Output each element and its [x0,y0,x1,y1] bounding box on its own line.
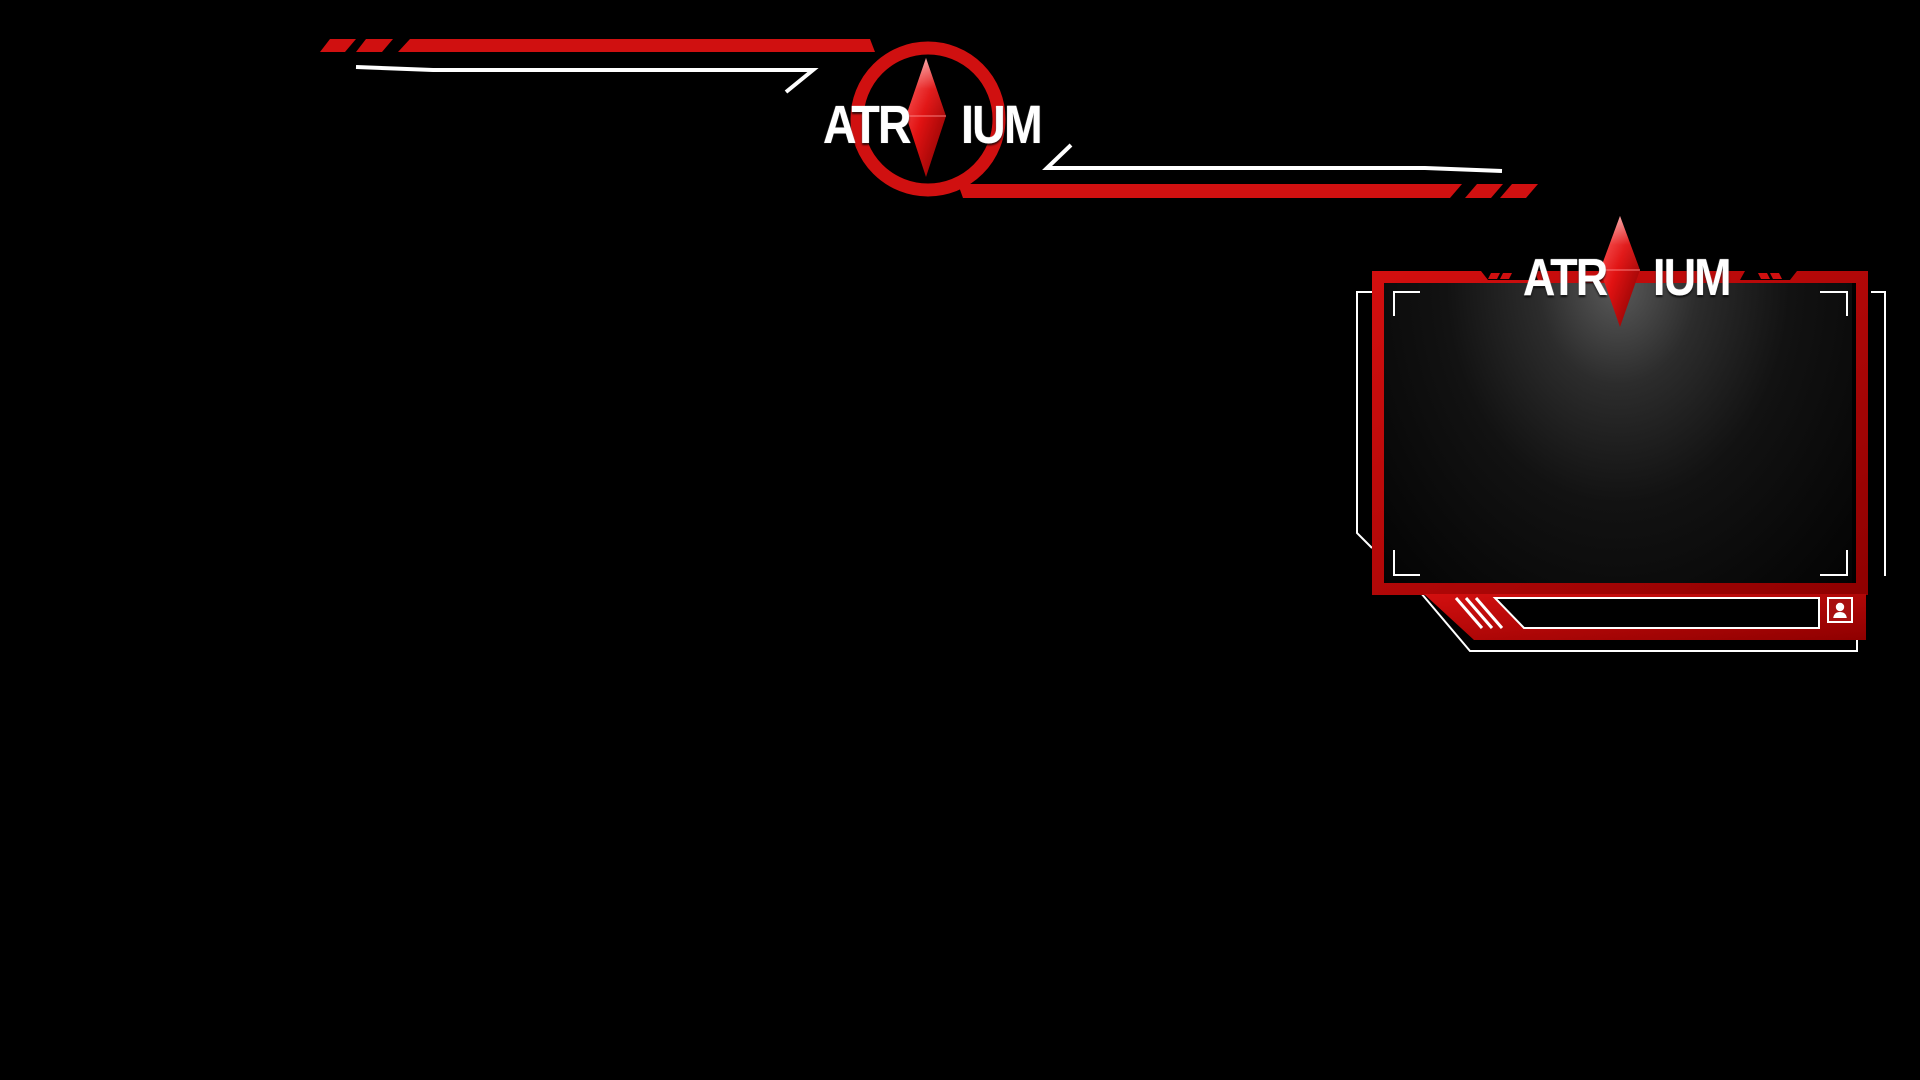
corner-top-right [1820,291,1848,316]
top-right-white-line [1042,143,1503,173]
corner-bottom-right [1820,550,1848,576]
corner-top-left [1393,291,1420,316]
top-left-stripe-1 [320,39,356,52]
camera-logo-left-text: ATR [1523,249,1608,307]
camera-plate-stripe-3 [1474,597,1504,629]
camera-plate-stripe-1 [1454,597,1484,629]
top-right-stripe-1 [1465,184,1503,198]
top-logo-left-text: ATR [823,95,912,155]
camera-plate-stripe-2 [1464,597,1494,629]
camera-right-white-line [1871,291,1886,576]
top-left-red-bar [398,39,875,52]
top-right-red-bar [958,184,1462,198]
top-left-stripe-2 [356,39,393,52]
user-icon [1833,602,1847,618]
camera-name-plate-black [1492,597,1820,629]
top-logo-ring [850,41,1006,197]
top-logo-right-text: IUM [961,95,1043,155]
top-right-stripe-2 [1500,184,1538,198]
camera-logo-wings [1481,271,1797,280]
corner-bottom-left [1393,550,1420,576]
camera-bottom-white-line [1414,585,1858,652]
camera-feed-area [1384,283,1852,583]
avatar [1827,597,1853,623]
top-left-white-line [355,65,819,94]
top-logo-bar [320,39,1538,198]
camera-logo-right-text: IUM [1653,249,1732,307]
red-diamond-icon [1600,216,1640,327]
camera-left-white-line [1356,291,1380,549]
red-diamond-icon [906,58,946,177]
